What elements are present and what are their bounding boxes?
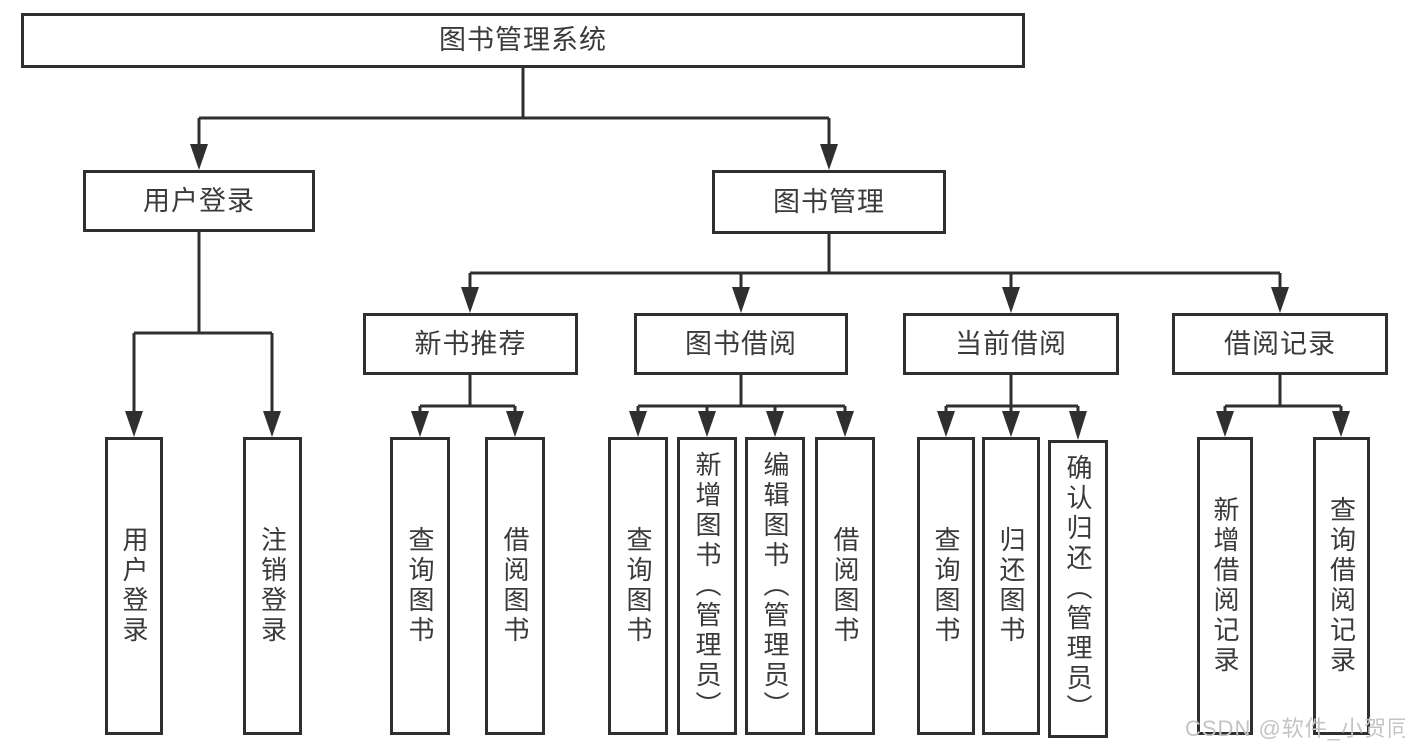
leaf-borrowing-add-book-admin: 新增图书（管理员） xyxy=(677,437,737,735)
node-root-library-management-system: 图书管理系统 xyxy=(21,13,1025,68)
node-user-login: 用户登录 xyxy=(83,170,315,232)
leaf-current-query-books: 查询图书 xyxy=(917,437,975,735)
leaf-current-return-books: 归还图书 xyxy=(982,437,1040,735)
leaf-newbook-query-books: 查询图书 xyxy=(390,437,450,735)
node-new-book-recommend: 新书推荐 xyxy=(363,313,578,375)
leaf-logout: 注销登录 xyxy=(243,437,302,735)
connector-paths xyxy=(132,68,1343,416)
node-current-borrowing: 当前借阅 xyxy=(903,313,1119,375)
leaf-newbook-borrow-books: 借阅图书 xyxy=(485,437,545,735)
node-borrowing-records: 借阅记录 xyxy=(1172,313,1388,375)
leaf-current-confirm-return-admin: 确认归还（管理员） xyxy=(1048,440,1108,738)
leaf-borrowing-query-books: 查询图书 xyxy=(608,437,668,735)
csdn-watermark: CSDN @软件_小贺同学 xyxy=(1185,716,1405,741)
arrowheads xyxy=(125,144,1350,440)
leaf-borrowing-edit-book-admin: 编辑图书（管理员） xyxy=(745,437,805,735)
leaf-records-add-borrow-record: 新增借阅记录 xyxy=(1197,437,1253,735)
leaf-user-login: 用户登录 xyxy=(105,437,163,735)
leaf-records-query-borrow-record: 查询借阅记录 xyxy=(1313,437,1370,735)
node-book-borrowing: 图书借阅 xyxy=(634,313,848,375)
node-book-management: 图书管理 xyxy=(712,170,946,234)
leaf-borrowing-borrow-books: 借阅图书 xyxy=(815,437,875,735)
